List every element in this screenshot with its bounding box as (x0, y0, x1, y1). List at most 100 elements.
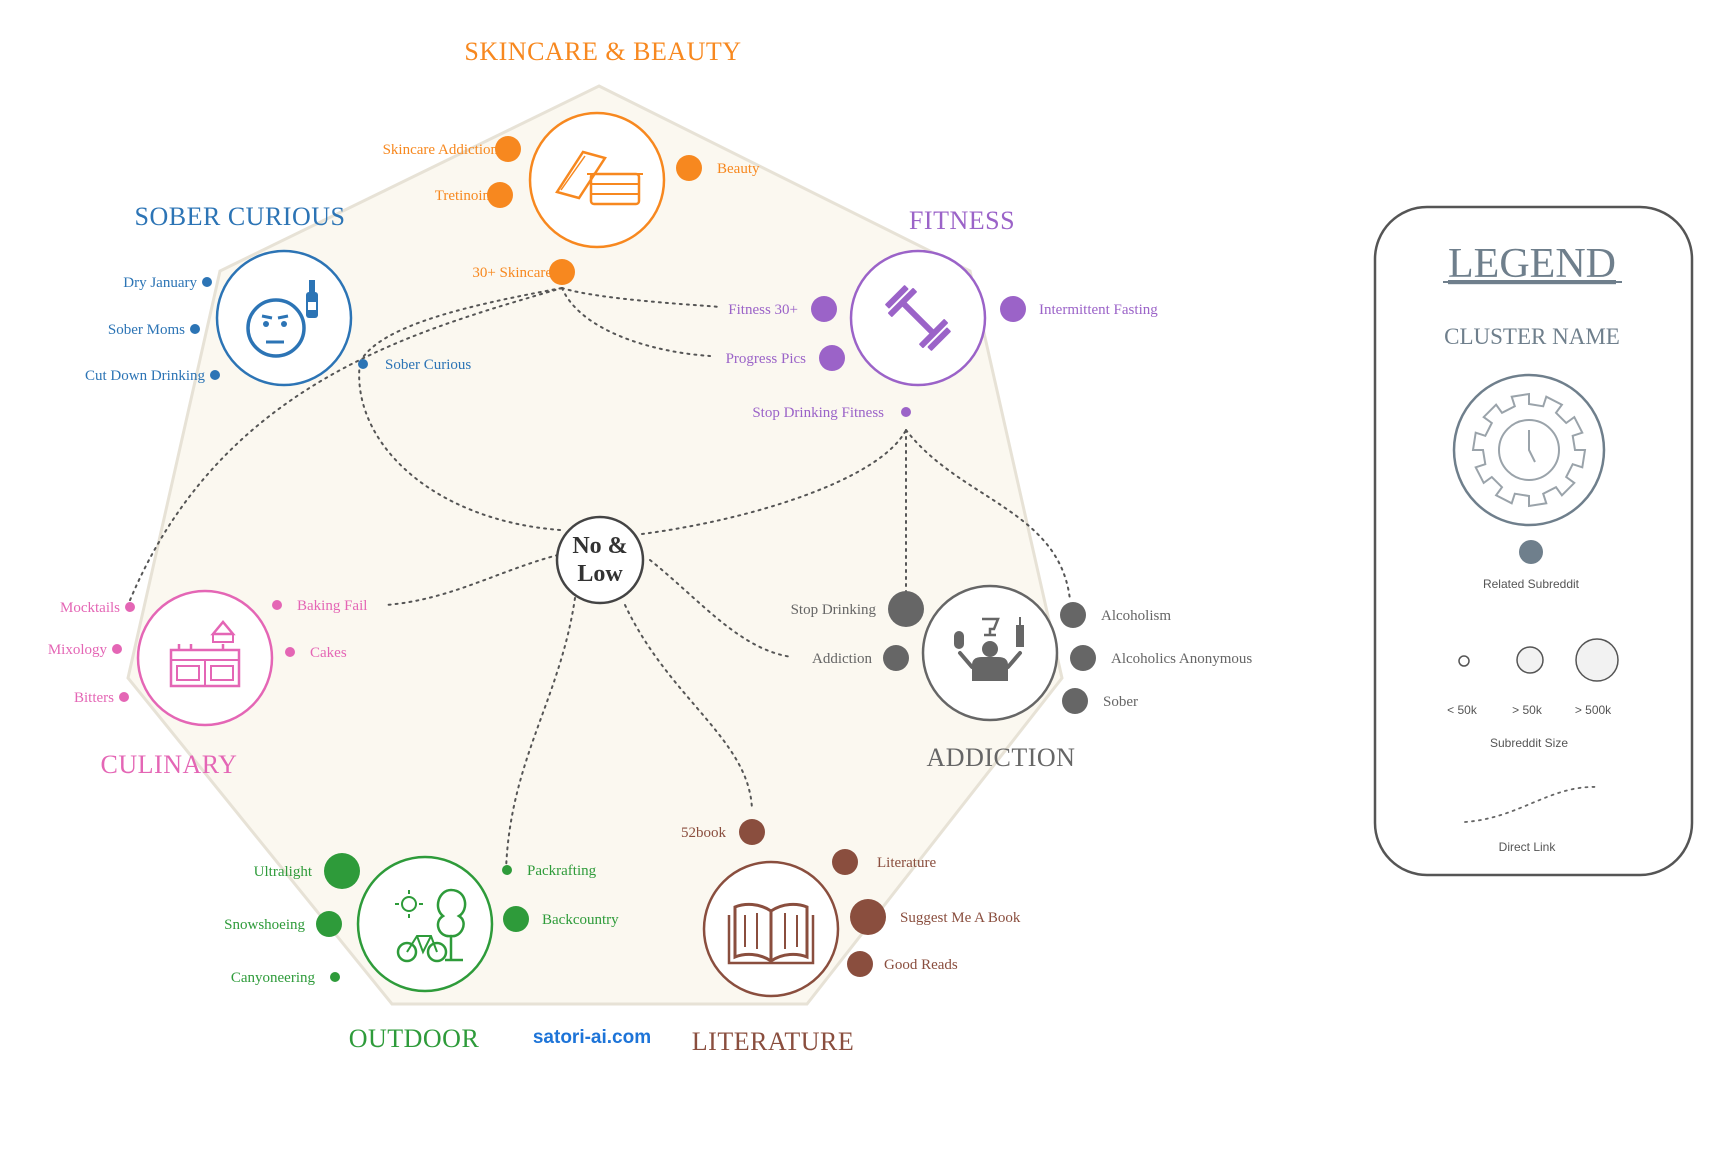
cluster-circle-culinary (136, 589, 274, 727)
subreddit-label: 30+ Skincare (472, 265, 552, 281)
cluster-title-addiction: ADDICTION (927, 743, 1076, 772)
cluster-title-skincare: SKINCARE & BEAUTY (464, 37, 741, 66)
legend-size-label-medium: > 50k (1512, 703, 1543, 717)
subreddit-label: Progress Pics (726, 351, 807, 367)
link-center-stop-drinking-fitness (641, 429, 907, 535)
subreddit-label: Alcoholism (1101, 608, 1171, 624)
subreddit-dot-packrafting (502, 865, 512, 875)
subreddit-dot-52book (739, 819, 765, 845)
link-stop-drinking-fitness-alcoholism (905, 429, 1071, 601)
subreddit-label: Intermittent Fasting (1039, 302, 1158, 318)
link-30-skincare-mocktails (127, 287, 563, 606)
subreddit-label: Ultralight (254, 864, 313, 880)
cream-jar-icon (555, 150, 643, 206)
subreddit-node-stop-drinking-fitness: Stop Drinking Fitness (752, 405, 911, 421)
cluster-fitness: FITNESS (849, 206, 1015, 387)
subreddit-dot-cakes (285, 647, 295, 657)
subreddit-dot-sober-curious (358, 359, 368, 369)
legend-related-label: Related Subreddit (1483, 577, 1580, 591)
subreddit-node-literature: Literature (832, 849, 936, 875)
subreddit-dot-cut-down-drinking (210, 370, 220, 380)
subreddit-label: Baking Fail (297, 598, 367, 614)
subreddit-node-addiction: Addiction (812, 645, 909, 671)
subreddit-node-sober: Sober (1062, 688, 1138, 714)
subreddit-node-mocktails: Mocktails (60, 600, 135, 616)
cluster-literature: LITERATURE (692, 860, 854, 1056)
cluster-skincare: SKINCARE & BEAUTY (464, 37, 741, 249)
subreddit-dot-good-reads (847, 951, 873, 977)
legend-title: LEGEND (1448, 241, 1616, 287)
cluster-title-outdoor: OUTDOOR (349, 1024, 480, 1053)
subreddit-node-cakes: Cakes (285, 645, 347, 661)
subreddit-node-mixology: Mixology (48, 642, 122, 658)
legend-size-small (1458, 655, 1470, 667)
subreddit-label: Suggest Me A Book (900, 910, 1021, 926)
subreddit-dot-tretinoin (487, 182, 513, 208)
cluster-title-culinary: CULINARY (101, 750, 238, 779)
subreddit-label: Beauty (717, 161, 760, 177)
legend-size-label-small: < 50k (1447, 703, 1478, 717)
legend-cluster-name: CLUSTER NAME (1444, 324, 1620, 349)
subreddit-node-backcountry: Backcountry (503, 906, 619, 932)
subreddit-node-snowshoeing: Snowshoeing (224, 911, 342, 937)
subreddit-node-sober-moms: Sober Moms (108, 322, 200, 338)
subreddit-dot-sober-moms (190, 324, 200, 334)
uneasy-face-bottle-icon (246, 280, 318, 358)
subreddit-node-bitters: Bitters (74, 690, 129, 706)
cluster-circle-skincare (528, 111, 666, 249)
subreddit-dot-skincare-addiction (495, 136, 521, 162)
legend-size-label-large: > 500k (1575, 703, 1612, 717)
subreddit-label: Alcoholics Anonymous (1111, 651, 1252, 667)
subreddit-label: Fitness 30+ (728, 302, 798, 318)
subreddit-node-stop-drinking: Stop Drinking (791, 591, 924, 627)
subreddit-node-packrafting: Packrafting (502, 863, 597, 879)
subreddit-dot-mixology (112, 644, 122, 654)
legend-link-label: Direct Link (1499, 840, 1557, 854)
cluster-culinary: CULINARY (101, 589, 274, 779)
subreddit-node-beauty: Beauty (676, 155, 760, 181)
watermark: satori-ai.com (533, 1027, 651, 1048)
cluster-title-fitness: FITNESS (909, 206, 1015, 235)
bike-tree-sun-icon (395, 888, 467, 963)
link-sober-curious-30-skincare (359, 287, 563, 363)
subreddit-label: Mocktails (60, 600, 120, 616)
subreddit-node-fitness-30: Fitness 30+ (728, 296, 837, 322)
subreddit-node-baking-fail: Baking Fail (272, 598, 367, 614)
legend-panel: LEGEND CLUSTER NAME Related Subreddit < … (1373, 205, 1694, 877)
subreddit-label: Packrafting (527, 863, 597, 879)
subreddit-label: Backcountry (542, 912, 619, 928)
subreddit-label: Stop Drinking (791, 602, 877, 618)
subreddit-label: Stop Drinking Fitness (752, 405, 884, 421)
link-center-baking-fail (385, 554, 559, 606)
subreddit-node-tretinoin: Tretinoin (435, 182, 513, 208)
direct-links (127, 287, 1071, 871)
subreddit-node-52book: 52book (681, 819, 765, 845)
link-30-skincare-progress-pics (561, 287, 711, 357)
subreddit-node-progress-pics: Progress Pics (726, 345, 845, 371)
juggling-person-icon (954, 617, 1024, 681)
cluster-sober: SOBER CURIOUS (135, 202, 353, 387)
subreddit-node-sober-curious: Sober Curious (358, 357, 471, 373)
cluster-title-sober: SOBER CURIOUS (135, 202, 346, 231)
subreddit-label: Snowshoeing (224, 917, 305, 933)
subreddit-dot-30-skincare (549, 259, 575, 285)
subreddit-node-dry-january: Dry January (123, 275, 212, 291)
legend-link-sample (1464, 786, 1599, 823)
subreddit-dot-alcoholism (1060, 602, 1086, 628)
cluster-outdoor: OUTDOOR (349, 855, 494, 1053)
gear-clock-icon (1471, 392, 1587, 508)
subreddit-node-30-skincare: 30+ Skincare (472, 259, 575, 285)
subreddit-node-good-reads: Good Reads (847, 951, 958, 977)
kitchen-stove-icon (169, 620, 241, 688)
subreddit-dot-baking-fail (272, 600, 282, 610)
link-center-52book (624, 604, 753, 811)
subreddit-label: Literature (877, 855, 936, 871)
subreddit-node-canyoneering: Canyoneering (231, 970, 340, 986)
cluster-circle-outdoor (356, 855, 494, 993)
subreddit-dot-mocktails (125, 602, 135, 612)
link-center-addiction (649, 559, 793, 658)
subreddit-dot-progress-pics (819, 345, 845, 371)
subreddit-dot-sober (1062, 688, 1088, 714)
subreddit-dot-fitness-30 (811, 296, 837, 322)
